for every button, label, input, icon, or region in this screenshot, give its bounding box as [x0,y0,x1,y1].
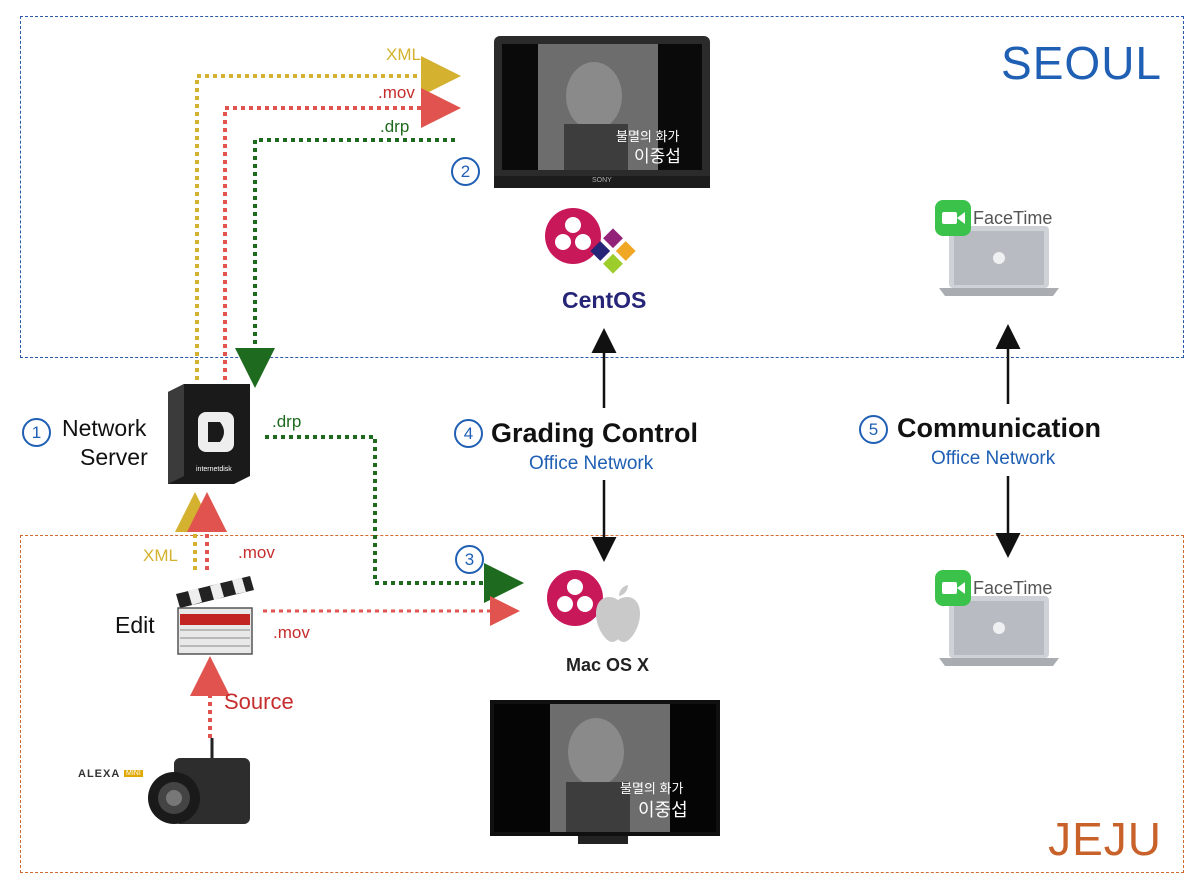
seoul-region [20,16,1184,358]
network-server-label-2: Server [80,444,148,470]
facetime-seoul-label: FaceTime [973,208,1053,228]
drp-flow-to-mac [265,435,524,603]
step-1-badge: 1 [22,418,51,447]
camera-badge: MINI [124,770,143,777]
step-4-badge: 4 [454,419,483,448]
mov-flow-to-seoul [223,88,461,380]
laptop-icon-jeju [939,596,1059,666]
facetime-seoul: FaceTime [935,200,1065,298]
network-server-label-1: Network [62,415,147,441]
drp-flow-from-seoul [235,138,455,388]
server-box-text: internetdisk [196,466,232,473]
monitor-brand: SONY [592,177,612,184]
camera-icon: ALEXA MINI [78,738,258,838]
facetime-jeju-label: FaceTime [973,578,1053,598]
monitor-seoul: 불멸의 화가 이중섭 SONY [494,36,710,188]
centos-logo-icon [590,228,636,274]
facetime-icon [935,200,971,236]
edit-label: Edit [115,612,155,638]
facetime-icon-jeju [935,570,971,606]
tv-caption-2: 이중섭 [638,800,688,820]
apple-logo-icon [592,584,644,646]
mov-top-label: .mov [378,83,415,102]
grading-control-title: Grading Control [491,418,698,448]
monitor-caption-1: 불멸의 화가 [616,129,680,144]
communication-subtitle: Office Network [931,448,1056,469]
davinci-resolve-icon [543,206,609,266]
xml-edit-label: XML [143,546,178,565]
tv-icon: 불멸의 화가 이중섭 [490,700,720,836]
facetime-jeju: FaceTime [935,570,1065,668]
mov-edit-label: .mov [238,543,275,562]
server-box-icon: internetdisk [168,384,250,484]
davinci-resolve-icon-mac [545,568,611,628]
communication-title: Communication [897,413,1102,443]
step-3-badge: 3 [455,545,484,574]
source-label: Source [224,689,294,714]
jeju-region [20,535,1184,873]
mac-os-label: Mac OS X [566,655,650,675]
centos-label: CentOS [562,287,647,313]
clapperboard-icon [172,572,254,656]
xml-flow-to-seoul [195,56,461,380]
monitor-caption-2: 이중섭 [634,147,681,166]
jeju-label: JEJU [1048,813,1162,865]
xml-top-label: XML [386,45,421,64]
drp-mid-label: .drp [272,412,302,431]
seoul-label: SEOUL [1001,37,1162,89]
drp-top-label: .drp [380,117,410,136]
step-2-badge: 2 [451,157,480,186]
step-5-badge: 5 [859,415,888,444]
grading-control-subtitle: Office Network [529,453,654,474]
mov-to-mac-label: .mov [273,623,310,642]
monitor-icon [494,36,710,188]
camera-brand: ALEXA [78,768,121,780]
tv-stand [578,836,628,844]
laptop-icon [939,226,1059,296]
tv-caption-1: 불멸의 화가 [620,781,684,796]
